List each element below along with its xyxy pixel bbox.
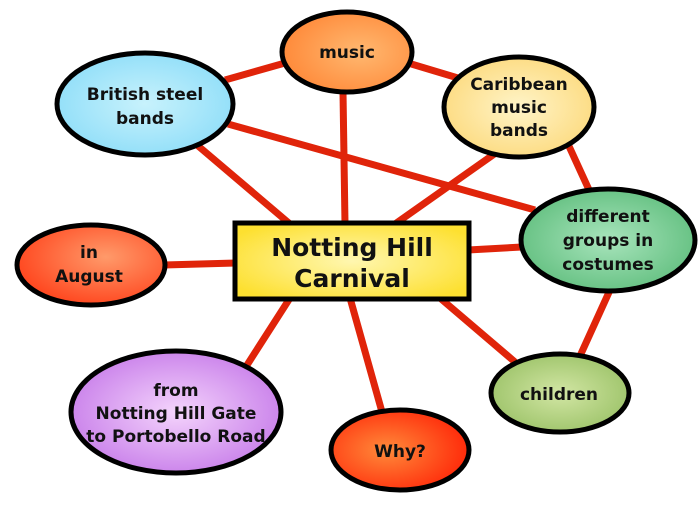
- node-in-august: in August: [14, 222, 168, 308]
- node-label: groups in: [563, 231, 653, 251]
- node-label: music: [319, 43, 375, 63]
- link-different-children: [576, 288, 614, 358]
- node-route: from Notting Hill Gate to Portobello Roa…: [68, 348, 284, 476]
- link-caribbean-center: [392, 147, 503, 227]
- connectors: [163, 59, 614, 413]
- center-title-line: Notting Hill: [271, 233, 433, 262]
- node-children: children: [488, 351, 632, 435]
- svg-text:bands: bands: [116, 109, 174, 129]
- node-label: Notting Hill Gate: [96, 404, 257, 424]
- node-label: in: [80, 243, 98, 263]
- svg-text:in: in: [80, 243, 98, 263]
- svg-text:to Portobello Road: to Portobello Road: [86, 427, 265, 447]
- svg-text:music: music: [491, 98, 547, 118]
- node-different-groups-in-costumes: different groups in costumes: [518, 186, 698, 294]
- svg-text:groups in: groups in: [563, 231, 653, 251]
- svg-text:from: from: [153, 381, 198, 401]
- node-label: bands: [490, 121, 548, 141]
- svg-text:music: music: [319, 43, 375, 63]
- node-label: different: [566, 207, 649, 227]
- node-why: Why?: [328, 407, 472, 493]
- node-label: music: [491, 98, 547, 118]
- svg-text:Carnival: Carnival: [294, 264, 410, 293]
- node-label: from: [153, 381, 198, 401]
- node-label: British steel: [87, 85, 203, 105]
- node-caribbean-music-bands: Caribbean music bands: [441, 54, 597, 160]
- node-label: August: [55, 267, 123, 287]
- svg-text:Notting Hill Gate: Notting Hill Gate: [96, 404, 257, 424]
- svg-text:British steel: British steel: [87, 85, 203, 105]
- link-british-center: [194, 142, 293, 227]
- svg-text:Notting Hill: Notting Hill: [271, 233, 433, 262]
- svg-text:costumes: costumes: [562, 255, 653, 275]
- link-center-children: [437, 295, 518, 365]
- svg-text:Caribbean: Caribbean: [470, 75, 568, 95]
- node-label: to Portobello Road: [86, 427, 265, 447]
- node-label: bands: [116, 109, 174, 129]
- link-center-why: [346, 297, 386, 413]
- svg-text:different: different: [566, 207, 649, 227]
- node-label: Caribbean: [470, 75, 568, 95]
- node-british-steel-bands: British steel bands: [54, 50, 236, 158]
- link-music-caribbean: [406, 59, 460, 82]
- center-title-line: Carnival: [294, 264, 410, 293]
- svg-text:Why?: Why?: [374, 442, 426, 462]
- svg-text:children: children: [520, 385, 598, 405]
- svg-text:August: August: [55, 267, 123, 287]
- node-label: Why?: [374, 442, 426, 462]
- link-music-center: [339, 91, 349, 225]
- link-caribbean-different: [564, 142, 594, 194]
- link-different-center: [467, 243, 523, 254]
- center-node: Notting Hill Carnival: [232, 220, 472, 302]
- node-label: costumes: [562, 255, 653, 275]
- svg-text:bands: bands: [490, 121, 548, 141]
- node-label: children: [520, 385, 598, 405]
- link-center-route: [237, 296, 293, 378]
- node-music: music: [279, 9, 415, 95]
- link-british-music: [224, 59, 286, 84]
- link-august-center: [163, 259, 237, 269]
- link-british-different: [227, 120, 536, 214]
